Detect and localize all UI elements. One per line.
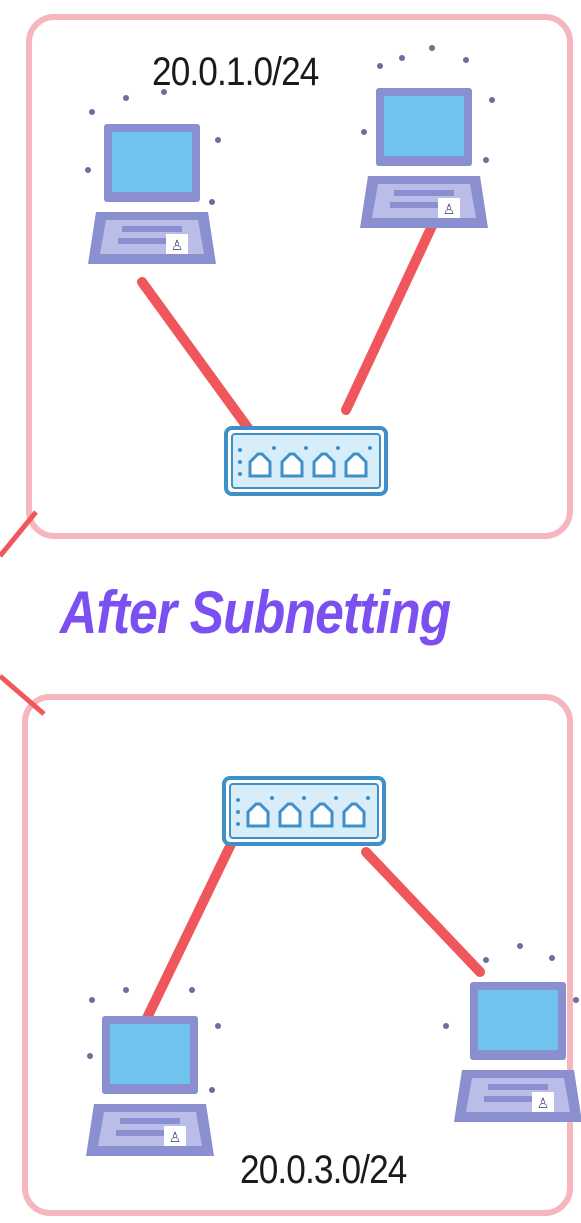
diagram-caption: After Subnetting [60,579,451,646]
subnet-label-top: 20.0.1.0/24 [152,50,319,94]
subnet-label-bottom: 20.0.3.0/24 [240,1148,407,1192]
laptop-icon [86,1016,214,1156]
link-bottom-right [361,847,485,977]
laptop-icon [454,982,581,1122]
switch-icon [224,426,388,496]
link-top-left [137,277,253,433]
switch-icon [222,776,386,846]
link-bottom-left [141,833,239,1025]
connector-lower [0,674,46,716]
link-top-right [341,221,437,415]
signal-dots-icon [85,45,579,1093]
laptop-icon [360,88,488,228]
laptop-icon [88,124,216,264]
connector-upper [0,510,38,558]
